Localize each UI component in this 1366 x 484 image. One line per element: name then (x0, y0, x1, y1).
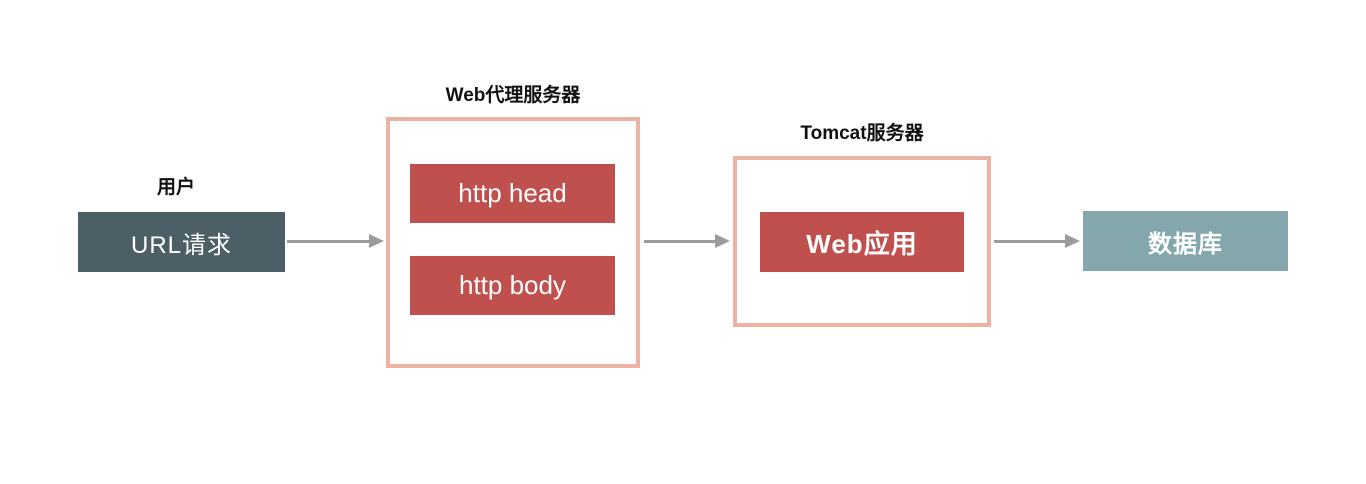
http-head-box: http head (410, 164, 615, 223)
database-box: 数据库 (1083, 211, 1288, 271)
proxy-server-label: Web代理服务器 (445, 85, 581, 106)
arrow-proxy-to-tomcat-line (644, 240, 716, 243)
proxy-server-container: http head http body (386, 117, 640, 368)
http-body-box: http body (410, 256, 615, 315)
url-request-box: URL请求 (78, 212, 285, 272)
web-app-box: Web应用 (760, 212, 964, 272)
tomcat-server-container: Web应用 (733, 156, 991, 327)
arrow-user-to-proxy-head-icon (369, 234, 384, 248)
arrow-proxy-to-tomcat-head-icon (715, 234, 730, 248)
arrow-tomcat-to-database-line (994, 240, 1066, 243)
tomcat-server-label: Tomcat服务器 (800, 123, 924, 144)
user-label: 用户 (156, 177, 195, 198)
arrow-tomcat-to-database-head-icon (1065, 234, 1080, 248)
arrow-user-to-proxy-line (287, 240, 370, 243)
